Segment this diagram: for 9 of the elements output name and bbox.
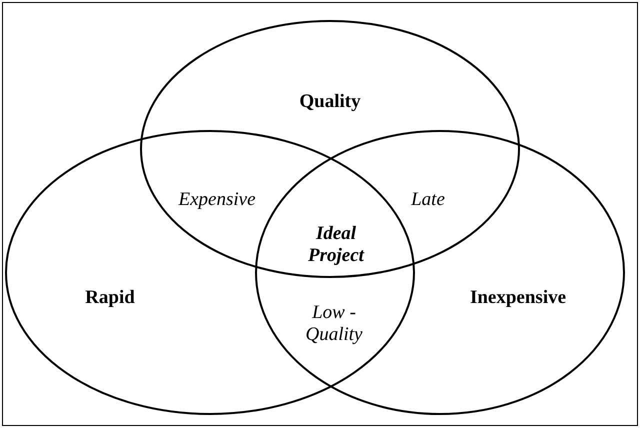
venn-ellipse xyxy=(255,130,625,415)
region-label: Low - Quality xyxy=(304,302,364,346)
region-label: Expensive xyxy=(177,189,256,211)
set-label: Rapid xyxy=(85,287,135,309)
set-label: Inexpensive xyxy=(470,287,566,309)
region-label: Ideal Project xyxy=(307,223,366,267)
set-label: Quality xyxy=(299,91,361,113)
venn-ellipse xyxy=(140,20,520,278)
region-label: Late xyxy=(410,189,446,211)
